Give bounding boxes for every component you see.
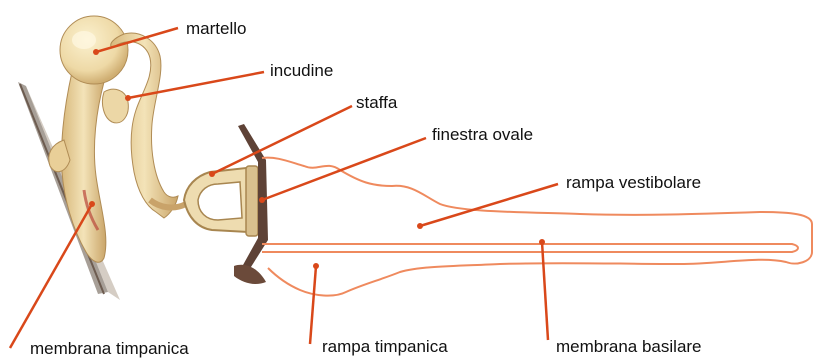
label-rampa-timpanica: rampa timpanica — [322, 337, 448, 356]
leader-staffa — [212, 106, 352, 174]
label-finestra-ovale: finestra ovale — [432, 125, 533, 144]
cochlea-outline — [262, 158, 812, 296]
label-membrana-basilare: membrana basilare — [556, 337, 702, 356]
leader-finestra-ovale — [262, 138, 426, 200]
leader-membrana-timpanica — [10, 204, 92, 348]
label-rampa-vestibolare: rampa vestibolare — [566, 173, 701, 192]
label-staffa: staffa — [356, 93, 398, 112]
label-martello: martello — [186, 19, 246, 38]
label-membrana-timpanica: membrana timpanica — [30, 339, 189, 358]
label-incudine: incudine — [270, 61, 333, 80]
stapes-bone — [184, 166, 258, 236]
leader-rampa-timpanica — [310, 266, 316, 344]
malleus-bone — [49, 16, 128, 262]
leader-membrana-basilare — [542, 242, 548, 340]
